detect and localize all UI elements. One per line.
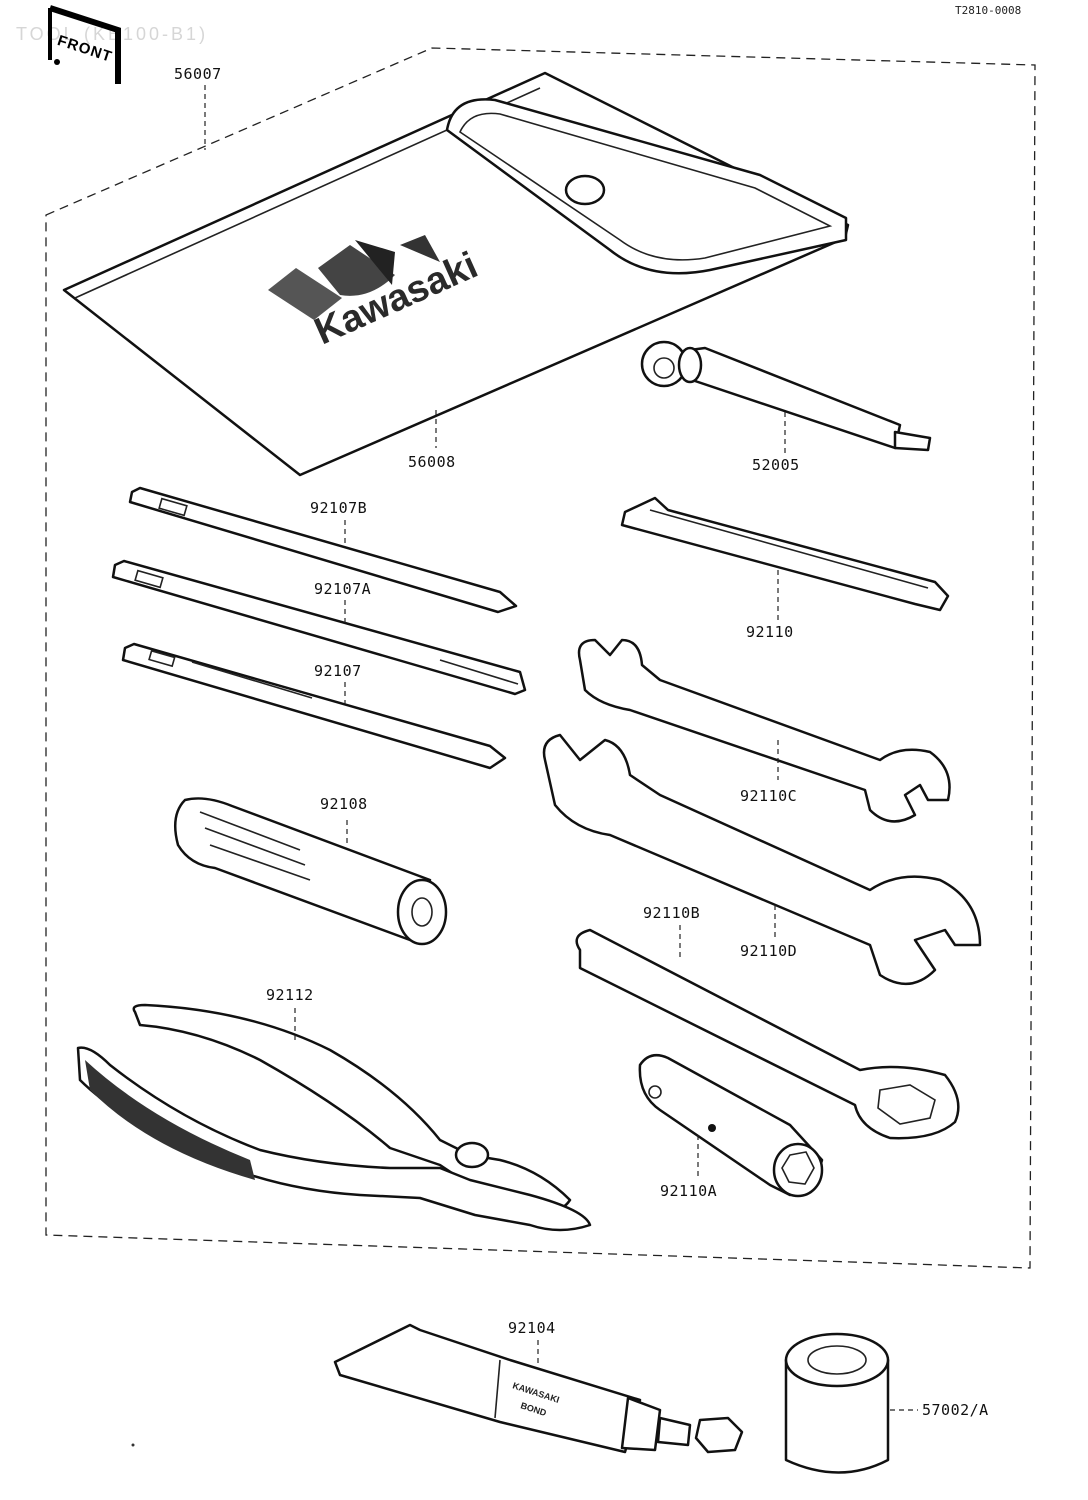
screwdriver-92107-drawing (121, 642, 507, 770)
bond-tube-drawing: KAWASAKI BOND (333, 1323, 744, 1454)
box-end-wrench-drawing (575, 928, 960, 1140)
screwdriver-92107a-drawing (111, 559, 527, 696)
part-label-92107: 92107 (314, 662, 362, 680)
part-label-92104: 92104 (508, 1319, 556, 1337)
pliers-drawing (76, 1003, 592, 1232)
part-labels: 56007 56008 52005 92107B 92107A 92107 92… (174, 65, 989, 1419)
part-label-92110a: 92110A (660, 1182, 717, 1200)
screwdriver-92107b-drawing (128, 486, 518, 614)
open-end-wrench-small-drawing (577, 638, 951, 823)
part-label-92110c: 92110C (740, 787, 797, 805)
part-label-52005: 52005 (752, 456, 800, 474)
figure-code: T2810-0008 (955, 4, 1021, 17)
part-label-92110b: 92110B (643, 904, 700, 922)
part-label-92110: 92110 (746, 623, 794, 641)
part-label-92112: 92112 (266, 986, 314, 1004)
watermark-title: TOOL (KE100-B1) (16, 24, 208, 44)
part-label-92110d: 92110D (740, 942, 797, 960)
open-end-wrench-large-drawing (542, 733, 982, 986)
tool-kit-frame (45, 47, 1036, 1269)
part-label-92107a: 92107A (314, 580, 371, 598)
socket-wrench-drawing (638, 1053, 824, 1198)
screwdriver-handle-drawing (173, 797, 448, 946)
grease-can-drawing (784, 1332, 890, 1474)
front-stamp: FRONT (48, 5, 121, 84)
leader-lines (204, 85, 918, 1411)
part-label-56007: 56007 (174, 65, 222, 83)
part-label-56008: 56008 (408, 453, 456, 471)
part-label-92107b: 92107B (310, 499, 367, 517)
flat-wrench-drawing (620, 496, 950, 612)
snap-button (564, 174, 606, 206)
part-label-57002a: 57002/A (922, 1401, 989, 1419)
tool-pouch-drawing: Kawasaki (62, 71, 850, 477)
spark-plug-wrench-drawing (640, 340, 932, 452)
part-label-92108: 92108 (320, 795, 368, 813)
